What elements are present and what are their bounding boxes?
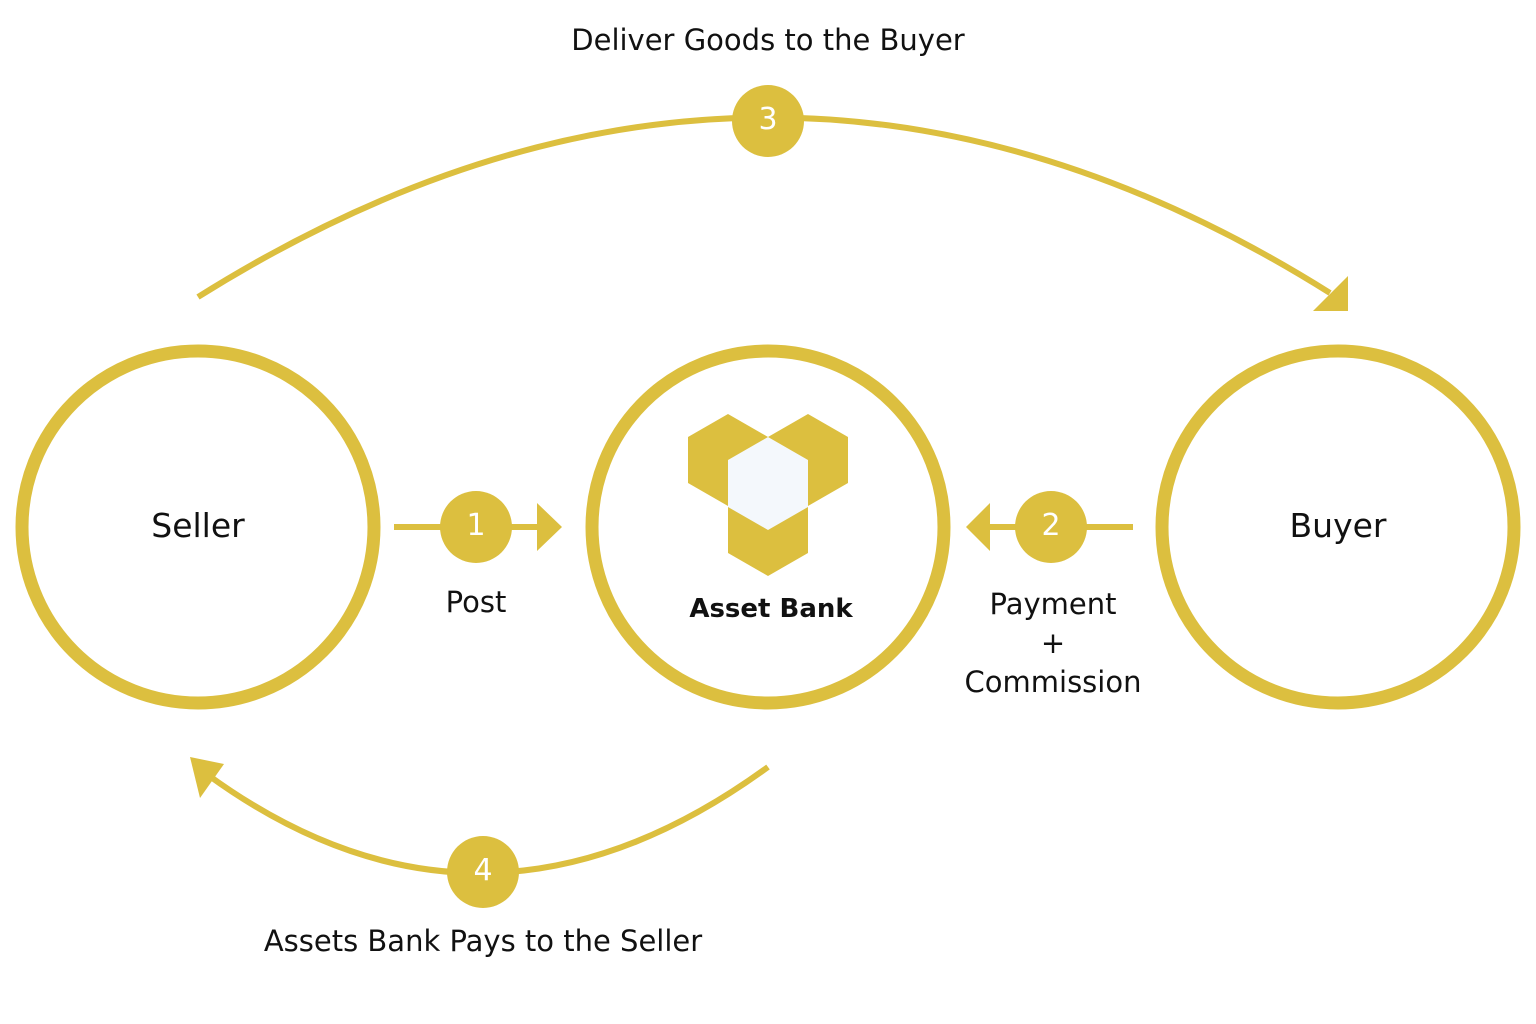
step2-arrowhead — [966, 503, 990, 551]
seller-node — [15, 344, 381, 710]
step2-number: 2 — [1041, 508, 1061, 543]
step2-label-line2: + — [1040, 626, 1066, 660]
step3-number: 3 — [758, 102, 778, 137]
buyer-label: Buyer — [1289, 506, 1387, 545]
asset-bank-logo-icon — [688, 414, 848, 576]
step1-number: 1 — [466, 508, 486, 543]
step4-label: Assets Bank Pays to the Seller — [263, 924, 703, 958]
step4-arrowhead — [190, 757, 224, 798]
step1-badge — [440, 491, 512, 563]
step2-label: Payment + Commission — [965, 585, 1142, 702]
step3-badge — [732, 85, 804, 157]
step2-label-line1: Payment — [989, 587, 1117, 621]
buyer-node — [1155, 344, 1521, 710]
step4-badge — [447, 836, 519, 908]
asset-bank-node — [585, 344, 951, 710]
step3-arrowhead — [1313, 276, 1348, 311]
step2-label-line3: Commission — [964, 665, 1142, 699]
step1-arrowhead — [537, 503, 562, 551]
seller-label: Seller — [151, 506, 245, 545]
step1-label: Post — [445, 585, 507, 619]
step2-badge — [1015, 491, 1087, 563]
step4-number: 4 — [473, 853, 493, 888]
step3-label: Deliver Goods to the Buyer — [571, 23, 965, 57]
asset-bank-label: Asset Bank — [689, 594, 853, 624]
